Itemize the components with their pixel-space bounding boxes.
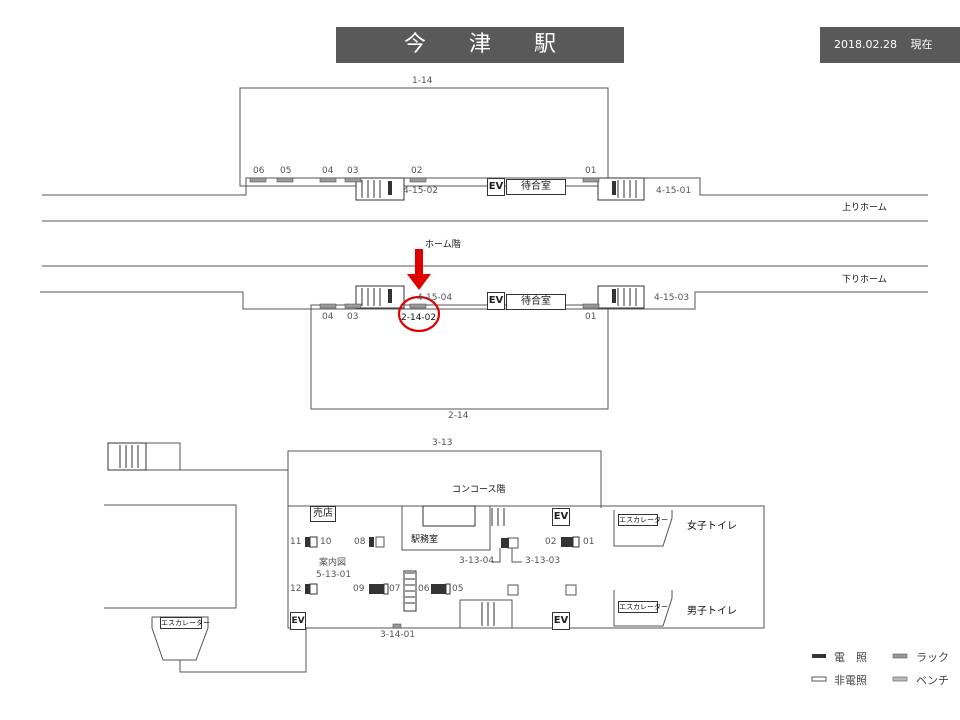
upper-position-04: 04: [322, 166, 334, 176]
upper-waiting-room: 待合室: [506, 179, 566, 195]
lower-platform-label: 下りホーム: [842, 275, 887, 285]
sign-number-10: 10: [320, 537, 332, 547]
highlight-code: 2-14-02: [401, 313, 437, 323]
sign-number-01: 01: [583, 537, 595, 547]
sign-number-09: 09: [353, 584, 365, 594]
info-board-label: 案内図: [319, 558, 347, 568]
lower-position-04: 04: [322, 312, 334, 322]
legend-non-electric: 非電照: [834, 674, 867, 687]
sign-number-05: 05: [452, 584, 464, 594]
upper-stair-code-right: 4-15-01: [656, 186, 692, 196]
upper-position-01: 01: [585, 166, 597, 176]
lower-waiting-room: 待合室: [506, 294, 566, 310]
legend-rack: ラック: [916, 651, 949, 664]
sign-number-02: 02: [545, 537, 557, 547]
sign-number-11: 11: [290, 537, 302, 547]
upper-stair-code-left: 4-15-02: [403, 186, 439, 196]
code-3-13-04: 3-13-04: [459, 556, 495, 566]
code-3-13-03: 3-13-03: [525, 556, 561, 566]
escalator-bottom: エスカレーター: [618, 601, 668, 613]
kiosk: 売店: [310, 506, 336, 522]
upper-ev-icon: EV: [487, 178, 505, 196]
concourse-ev-left: EV: [290, 612, 306, 630]
station-title: 今 津 駅: [336, 27, 624, 63]
upper-position-03: 03: [347, 166, 359, 176]
area-code-3-13: 3-13: [432, 438, 453, 448]
mens-toilet: 男子トイレ: [687, 606, 737, 617]
lower-position-01: 01: [585, 312, 597, 322]
date-badge: 2018.02.28 現在: [820, 27, 960, 63]
date-status: 現在: [910, 38, 933, 51]
upper-position-02: 02: [411, 166, 423, 176]
area-code-1-14: 1-14: [412, 76, 433, 86]
upper-position-05: 05: [280, 166, 292, 176]
concourse-ev-top: EV: [552, 508, 570, 526]
sign-number-12: 12: [290, 584, 302, 594]
lower-ev-icon: EV: [487, 292, 505, 310]
escalator-left: エスカレーター: [160, 617, 210, 629]
lower-stair-code-left: 4-15-04: [417, 293, 453, 303]
sign-number-07: 07: [389, 584, 401, 594]
station-office: 駅務室: [411, 535, 439, 545]
lower-stair-code-right: 4-15-03: [654, 293, 690, 303]
date-text: 2018.02.28: [834, 38, 897, 51]
sign-number-08: 08: [354, 537, 366, 547]
info-board-code: 5-13-01: [316, 570, 352, 580]
sign-number-06: 06: [418, 584, 430, 594]
upper-platform-label: 上りホーム: [842, 203, 887, 213]
legend-bench: ベンチ: [916, 674, 949, 687]
upper-position-06: 06: [253, 166, 265, 176]
concourse-floor-label: コンコース階: [452, 485, 506, 495]
area-code-2-14: 2-14: [448, 411, 469, 421]
lower-position-03: 03: [347, 312, 359, 322]
legend-electric: 電 照: [834, 651, 867, 664]
code-3-14-01: 3-14-01: [380, 630, 416, 640]
escalator-top: エスカレーター: [618, 514, 668, 526]
concourse-ev-bottom: EV: [552, 612, 570, 630]
womens-toilet: 女子トイレ: [687, 521, 737, 532]
platform-floor-label: ホーム階: [425, 240, 461, 250]
